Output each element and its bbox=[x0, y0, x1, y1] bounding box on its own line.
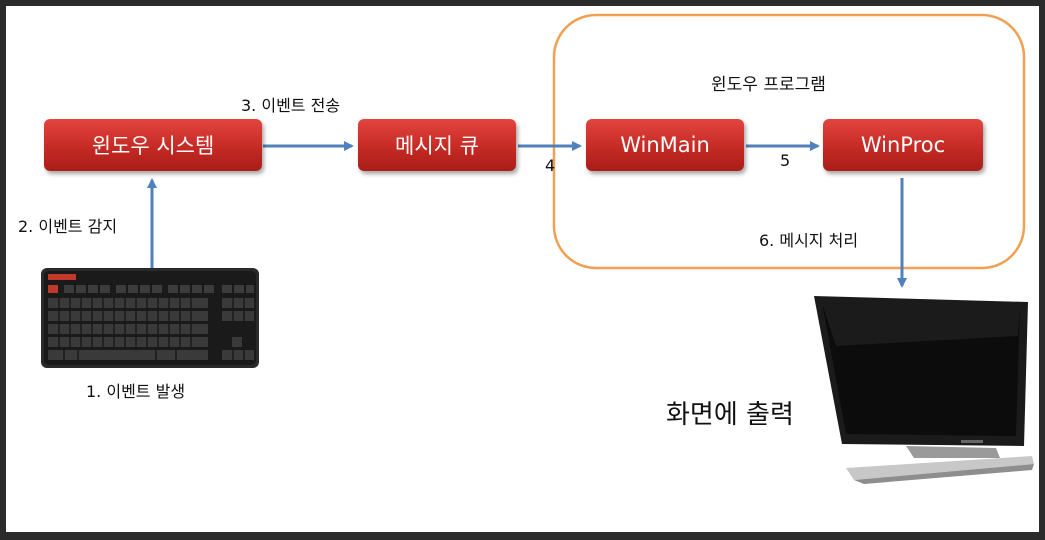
monitor-icon bbox=[814, 296, 1034, 484]
diagram-connectors bbox=[41, 13, 1034, 484]
step2-label: 2. 이벤트 감지 bbox=[18, 217, 118, 236]
step1-label: 1. 이벤트 발생 bbox=[86, 382, 186, 401]
message-queue-box: 메시지 큐 bbox=[358, 119, 516, 171]
screen-output-label: 화면에 출력 bbox=[666, 400, 794, 430]
windows-program-group bbox=[552, 13, 1026, 270]
step3-label: 3. 이벤트 전송 bbox=[241, 96, 341, 115]
window-system-box: 윈도우 시스템 bbox=[44, 119, 262, 171]
windows-program-title: 윈도우 프로그램 bbox=[711, 75, 826, 95]
diagram-canvas: 윈도우 시스템 메시지 큐 WinMain WinProc 윈도우 프로그램 3… bbox=[6, 6, 1039, 532]
winproc-box: WinProc bbox=[823, 119, 983, 171]
step5-label: 5 bbox=[780, 151, 791, 170]
winmain-box: WinMain bbox=[586, 119, 744, 171]
keyboard-icon bbox=[41, 268, 259, 368]
step4-label: 4 bbox=[545, 156, 556, 175]
step6-label: 6. 메시지 처리 bbox=[759, 231, 859, 250]
